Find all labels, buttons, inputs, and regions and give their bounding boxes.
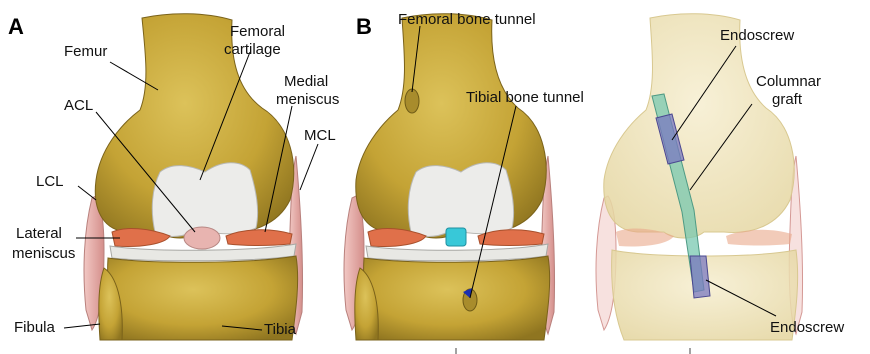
panel-b: B Femoral bone tunnel Tibial bone tunnel [344,11,584,340]
femur-bone-c [604,14,794,238]
panel-c: Endoscrew Columnar graft Endoscrew [596,14,844,340]
label-fibula: Fibula [14,319,56,336]
label-femoral-cartilage-line1: Femoral [230,23,285,40]
label-lcl: LCL [36,173,64,190]
endoscrew-bottom [690,256,710,298]
label-lateral-meniscus-line2: meniscus [12,245,75,262]
label-tibial-bone-tunnel: Tibial bone tunnel [466,89,584,106]
label-lateral-meniscus-line1: Lateral [16,225,62,242]
panel-a: A Femur Femoral cartila [8,14,339,340]
label-mcl: MCL [304,127,336,144]
label-endoscrew-top: Endoscrew [720,27,794,44]
label-femur: Femur [64,43,107,60]
femoral-cartilage-b [408,163,513,237]
leader-mcl [300,144,318,190]
leader-lcl [78,186,96,200]
label-acl: ACL [64,97,93,114]
label-endoscrew-bottom: Endoscrew [770,319,844,336]
panel-b-letter: B [356,14,372,39]
label-tibia: Tibia [264,321,297,338]
femoral-tunnel-opening [405,89,419,113]
label-medial-meniscus-line1: Medial [284,73,328,90]
panel-a-letter: A [8,14,24,39]
label-columnar-graft-line1: Columnar [756,73,821,90]
acl-ligament [184,227,220,249]
label-femoral-bone-tunnel: Femoral bone tunnel [398,11,536,28]
label-femoral-cartilage-line2: cartilage [224,41,281,58]
label-medial-meniscus-line2: meniscus [276,91,339,108]
tibia-bone-b [364,256,550,340]
label-columnar-graft-line2: graft [772,91,803,108]
tibial-tunnel-graft [446,228,466,246]
